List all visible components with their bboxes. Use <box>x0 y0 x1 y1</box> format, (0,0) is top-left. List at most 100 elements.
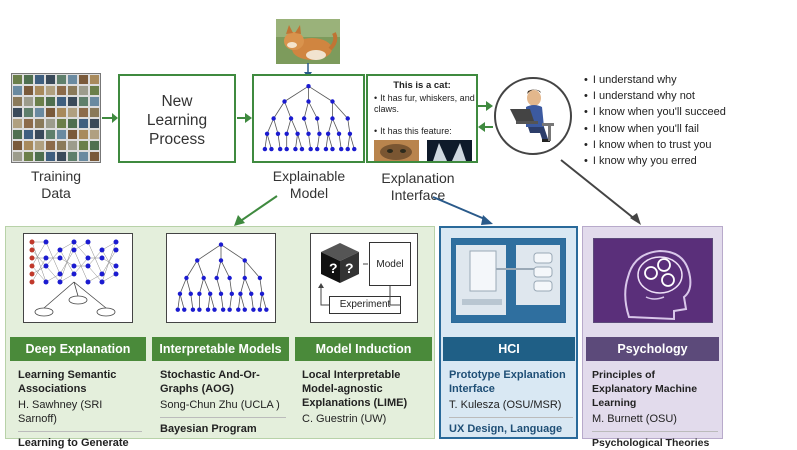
graph-node <box>197 307 202 312</box>
graph-edge <box>240 277 246 294</box>
graph-edge <box>303 101 309 119</box>
training-image-tile <box>34 74 45 85</box>
graph-edge <box>332 101 349 119</box>
interface-schematic-icon <box>452 239 565 322</box>
training-image-tile <box>67 74 78 85</box>
training-image-tile <box>89 74 100 85</box>
psych-item-2-title: Psychological Theories <box>592 437 710 449</box>
training-image-tile <box>89 129 100 140</box>
graph-node <box>242 258 247 263</box>
user-statement-1: I understand why <box>584 72 726 88</box>
graph-node <box>293 146 298 152</box>
hci-separator <box>449 417 573 418</box>
graph-node <box>275 131 281 136</box>
training-image-tile <box>23 118 34 129</box>
user-circle <box>494 77 572 155</box>
graph-node <box>306 131 311 136</box>
graph-edge <box>190 293 194 310</box>
graph-edge <box>216 277 222 294</box>
graph-node <box>197 291 202 297</box>
training-image-tile <box>56 85 67 96</box>
nn-edge <box>31 241 47 283</box>
graph-edge <box>244 277 252 294</box>
graph-node <box>262 146 268 152</box>
training-image-tile <box>12 151 23 162</box>
graph-node <box>347 131 353 136</box>
hci-item-2-title: UX Design, Language <box>449 423 563 435</box>
graph-node <box>352 146 357 152</box>
graph-node <box>339 146 344 152</box>
graph-node <box>242 307 247 312</box>
graph-node <box>306 84 311 89</box>
head-profile-brain-icon <box>594 239 712 322</box>
training-image-tile <box>89 140 100 151</box>
graph-edge <box>347 118 351 134</box>
training-image-tile <box>89 118 100 129</box>
nn-output-edge <box>73 281 107 309</box>
cat-fur-feature-image <box>374 140 419 161</box>
nn-node <box>85 239 91 245</box>
graph-node <box>282 99 287 104</box>
explanation-bullet-1: •It has fur, whiskers, and claws. <box>374 93 475 114</box>
nn-edge <box>59 241 75 251</box>
graph-node <box>175 307 180 312</box>
flow-arrows <box>102 101 641 226</box>
training-image-tile <box>78 96 89 107</box>
psychology-figure <box>593 238 713 323</box>
user-statement-5: I know when to trust you <box>584 137 726 153</box>
graph-edge <box>338 133 342 150</box>
training-image-tile <box>67 151 78 162</box>
nn-edge <box>101 241 117 251</box>
graph-node <box>345 146 350 152</box>
explainable-model-caption: Explainable Model <box>272 168 346 201</box>
training-image-tile <box>45 96 56 107</box>
graph-node <box>336 131 342 136</box>
psych-item-1-author: M. Burnett (OSU) <box>592 413 677 425</box>
graph-edge <box>308 101 318 119</box>
training-image-tile <box>23 129 34 140</box>
graph-node <box>284 131 289 136</box>
col-header-hci: HCI <box>443 337 575 361</box>
training-image-tile <box>12 140 23 151</box>
graph-node <box>284 146 289 152</box>
deep-item-1-title: Learning Semantic Associations <box>18 369 117 395</box>
nn-edge <box>87 273 103 283</box>
training-data-grid <box>11 73 101 163</box>
training-image-tile <box>23 85 34 96</box>
induction-item-1-author: C. Guestrin (UW) <box>302 413 387 425</box>
graph-node <box>205 307 211 312</box>
col-header-model-induction: Model Induction <box>295 337 432 361</box>
nn-node <box>71 239 77 245</box>
graph-node <box>323 146 329 152</box>
graph-edge <box>273 118 279 134</box>
graph-edge <box>327 118 333 134</box>
graph-edge <box>250 293 254 310</box>
training-image-tile <box>67 85 78 96</box>
graph-edge <box>316 118 320 134</box>
graph-node <box>308 146 313 152</box>
training-image-tile <box>56 96 67 107</box>
nn-edge <box>73 257 89 275</box>
training-image-tile <box>34 96 45 107</box>
graph-node <box>301 116 307 121</box>
nn-output-edge <box>73 281 79 297</box>
graph-edge <box>308 85 333 102</box>
graph-edge <box>220 244 245 261</box>
graph-edge <box>308 133 312 150</box>
graph-node <box>220 307 226 312</box>
graph-node <box>177 291 183 297</box>
training-image-tile <box>12 96 23 107</box>
col-header-psychology: Psychology <box>586 337 719 361</box>
training-image-tile <box>34 118 45 129</box>
interp-item-1-author: Song-Chun Zhu (UCLA ) <box>160 399 280 411</box>
user-statement-6: I know why you erred <box>584 153 726 169</box>
nn-node <box>99 271 105 277</box>
nn-edge <box>73 241 89 259</box>
graph-edge <box>207 293 211 310</box>
nn-node <box>85 279 91 285</box>
user-statement-4: I know when you'll fail <box>584 121 726 137</box>
graph-edge <box>332 118 340 134</box>
graph-node <box>184 275 189 281</box>
cube-q-right: ? <box>345 260 354 276</box>
graph-edge <box>259 293 263 310</box>
